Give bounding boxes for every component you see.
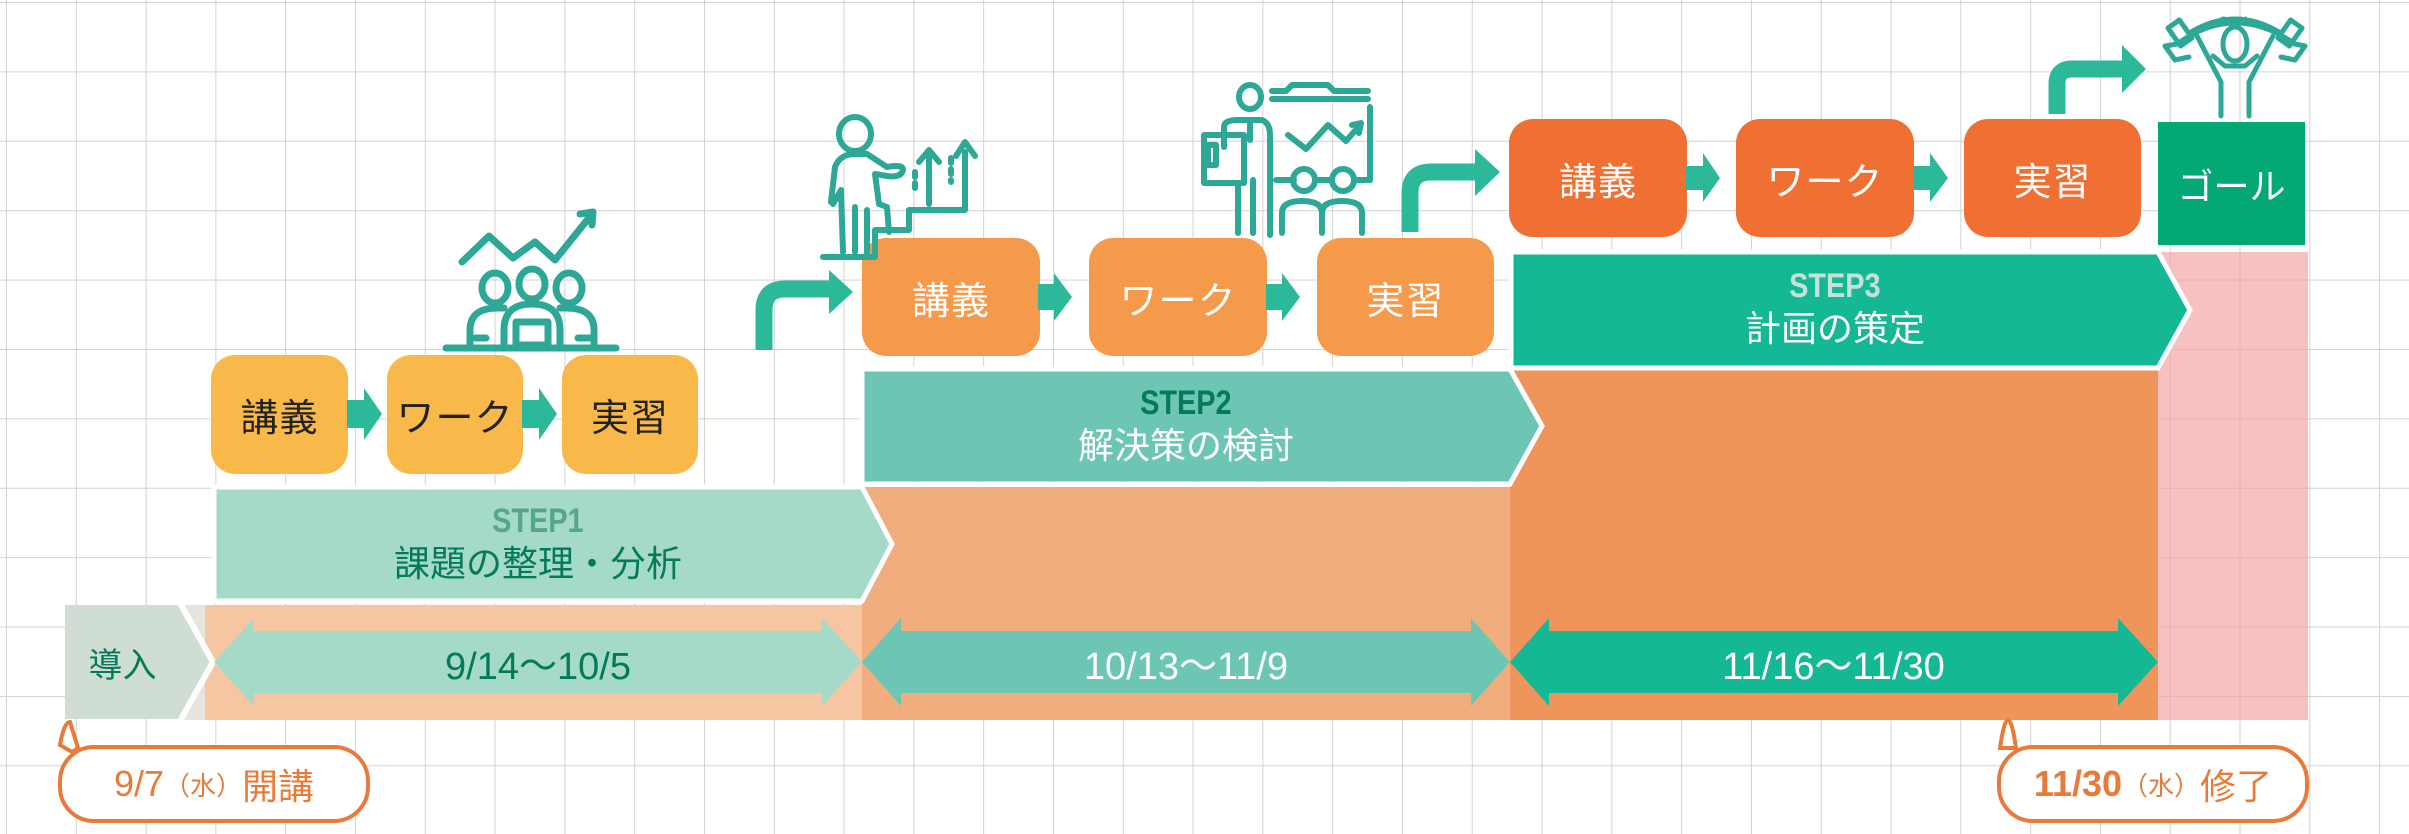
- arrow-right-icon: [1913, 153, 1948, 202]
- step2-practice-box: 実習: [1317, 238, 1494, 356]
- step3-period: 11/16〜11/30: [1722, 645, 1945, 688]
- start-bubble: 9/7（水）開講: [58, 745, 370, 823]
- step2-band: STEP2 解決策の検討: [862, 372, 1510, 482]
- step2-work-label: ワーク: [1119, 278, 1237, 323]
- arrow-right-icon: [1266, 273, 1300, 321]
- arrow-right-icon: [522, 388, 557, 440]
- end-label: 修了: [2200, 766, 2273, 807]
- step-up-arrow-2: [1401, 163, 1478, 232]
- step1-band: STEP1 課題の整理・分析: [214, 490, 862, 600]
- step1-lecture-label: 講義: [240, 396, 319, 440]
- step1-band-shape: [211, 484, 895, 604]
- presenter-chart-icon: [1201, 82, 1373, 238]
- step2-lecture-box: 講義: [862, 238, 1040, 356]
- step3-lecture-label: 講義: [1558, 159, 1637, 204]
- step1-work-label: ワーク: [396, 396, 514, 440]
- goal-label: ゴール: [2177, 166, 2286, 208]
- step3-label: STEP3: [1789, 267, 1881, 305]
- step1-work-box: ワーク: [387, 355, 523, 474]
- step3-work-label: ワーク: [1766, 159, 1884, 204]
- step3-work-box: ワーク: [1736, 119, 1914, 237]
- step1-practice-box: 実習: [562, 355, 698, 474]
- step2-work-box: ワーク: [1089, 238, 1267, 356]
- end-weekday: （水）: [2122, 770, 2201, 801]
- step1-title: 課題の整理・分析: [393, 544, 682, 585]
- end-bubble: 11/30（水）修了: [1997, 745, 2309, 823]
- end-date: 11/30: [2033, 763, 2123, 804]
- goal-column: [2158, 252, 2308, 720]
- person-climbing-stairs-icon: [820, 114, 978, 260]
- intro-label: 導入: [88, 645, 157, 686]
- step3-title: 計画の策定: [1744, 309, 1925, 350]
- step1-label: STEP1: [492, 502, 584, 540]
- arrow-right-icon: [347, 388, 382, 440]
- start-date: 9/7: [113, 763, 164, 804]
- team-growth-chart-icon: [442, 208, 620, 352]
- step2-period: 10/13〜11/9: [1083, 645, 1289, 688]
- step3-practice-box: 実習: [1964, 119, 2141, 237]
- step3-practice-label: 実習: [2013, 159, 2092, 204]
- arrow-right-icon: [1038, 273, 1072, 321]
- step1-period-arrow: [214, 618, 862, 706]
- step-up-arrow-1: [755, 280, 830, 350]
- step2-period-arrow: [862, 618, 1510, 706]
- step2-practice-label: 実習: [1366, 278, 1445, 323]
- step2-title: 解決策の検討: [1077, 426, 1294, 467]
- step3-band-shape: [1508, 249, 2193, 371]
- step3-period-arrow: [1510, 618, 2158, 706]
- arrow-right-icon: [1686, 153, 1720, 202]
- goal-celebration-icon: GOAL: [2162, 15, 2308, 119]
- step3-lecture-box: 講義: [1509, 119, 1687, 237]
- step2-lecture-label: 講義: [911, 278, 990, 323]
- step1-lecture-box: 講義: [211, 355, 348, 474]
- step1-practice-label: 実習: [590, 396, 669, 440]
- goal-box: ゴール: [2158, 122, 2305, 245]
- step3-band: STEP3 計画の策定: [1511, 255, 2159, 365]
- start-weekday: （水）: [164, 770, 243, 801]
- start-label: 開講: [242, 766, 315, 807]
- step2-band-shape: [859, 366, 1545, 487]
- step1-period: 9/14〜10/5: [445, 645, 631, 688]
- goal-icon-text: GOAL: [2219, 15, 2251, 27]
- step2-label: STEP2: [1140, 384, 1232, 422]
- step-up-arrow-3: [2048, 60, 2125, 114]
